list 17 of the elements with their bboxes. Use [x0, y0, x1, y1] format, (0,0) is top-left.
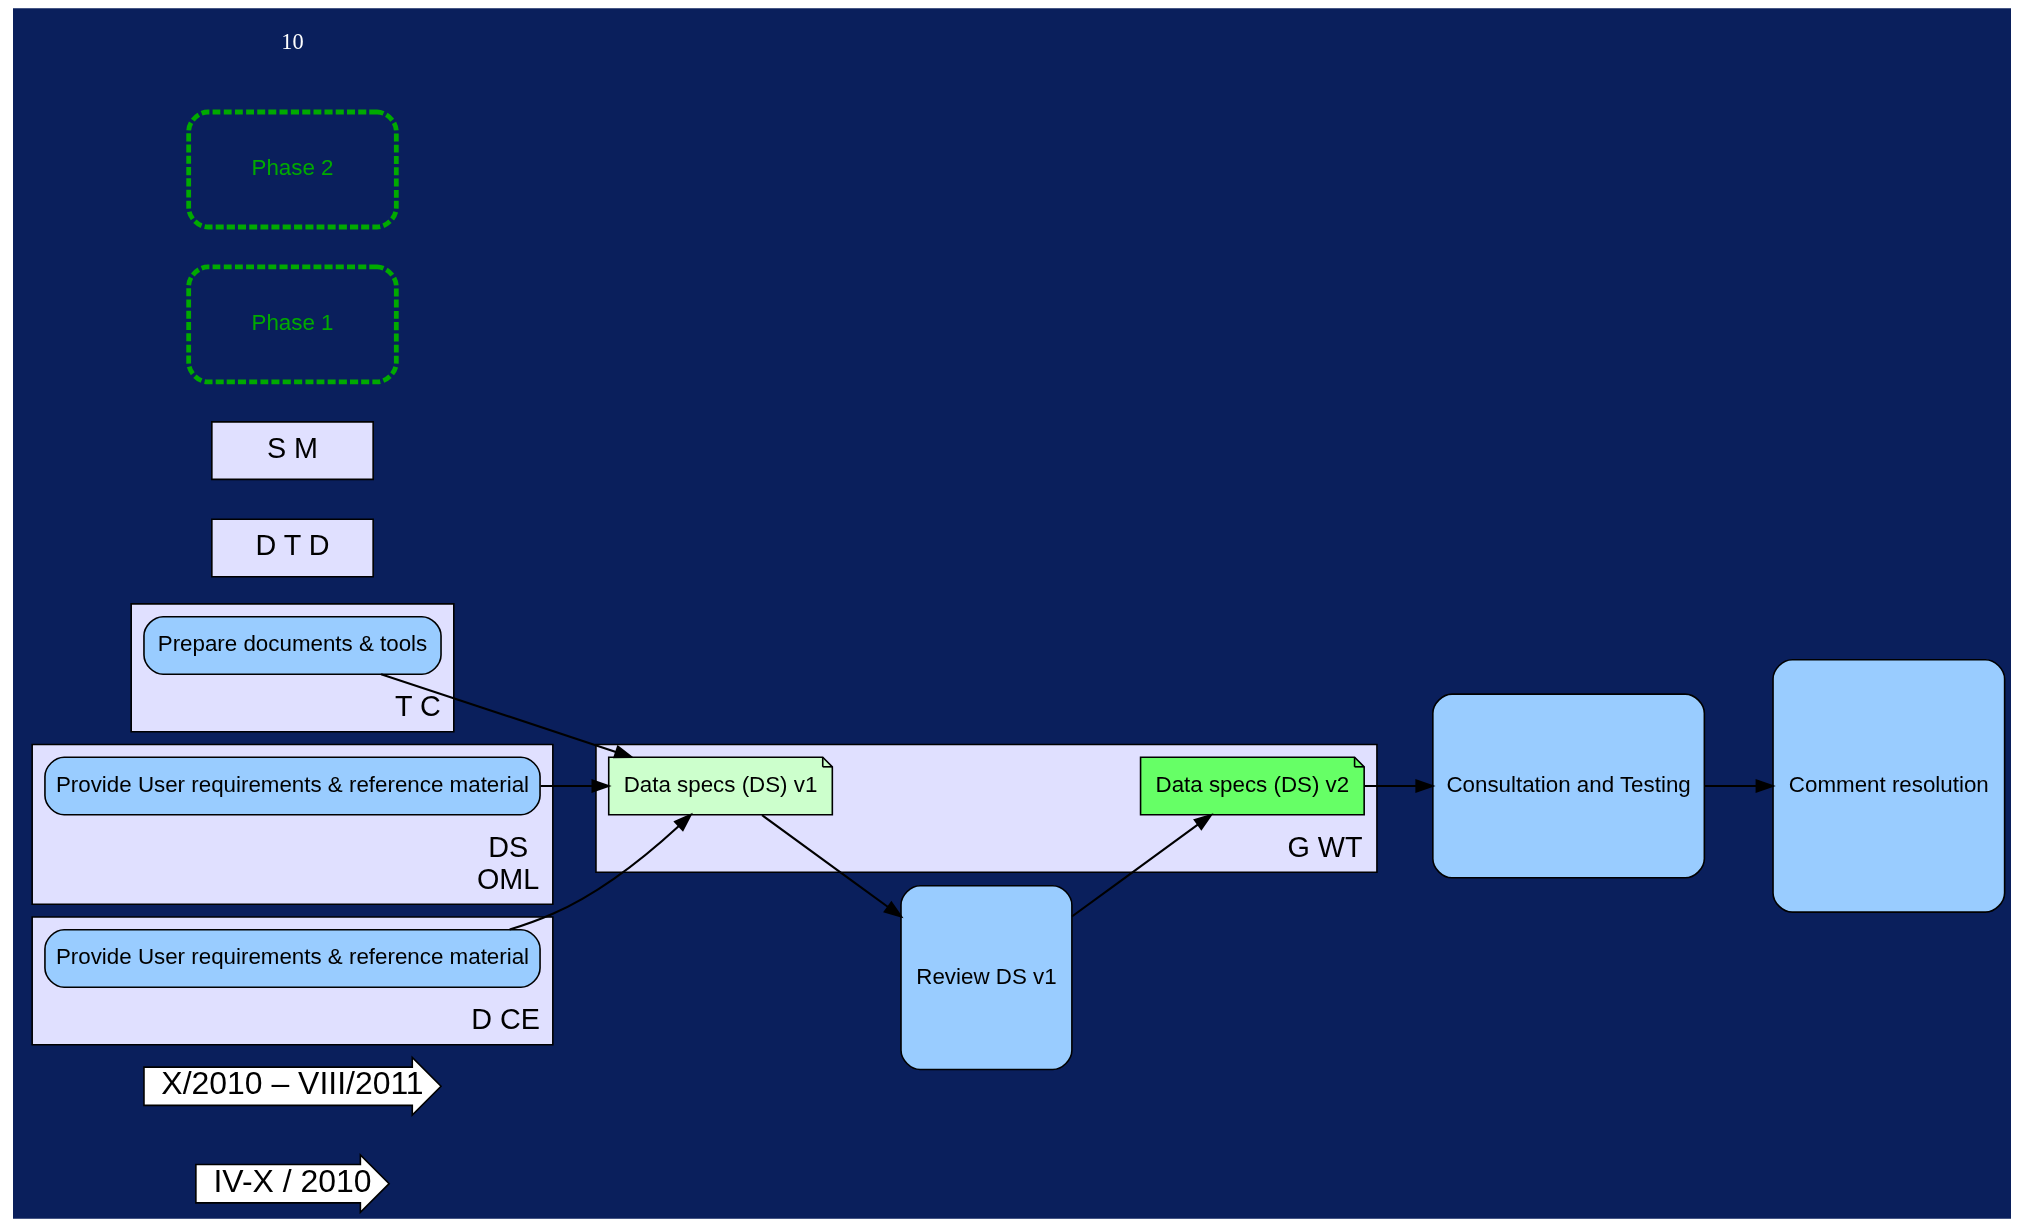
node-box: Comment resolution: [1772, 659, 2006, 913]
node-box: Consultation and Testing: [1432, 693, 1706, 879]
node-box: Phase 2: [186, 109, 399, 230]
arrow: [761, 814, 904, 919]
label: 10: [281, 29, 304, 55]
node-box: S M: [211, 421, 374, 481]
arrow: [1704, 778, 1776, 794]
node-box: Prepare documents & tools: [143, 615, 442, 675]
node-box: Phase 1: [186, 264, 399, 385]
node-box: Provide User requirements & reference material: [44, 928, 541, 989]
node-box: Provide User requirements & reference material: [44, 756, 541, 816]
node-box: D T D: [211, 518, 374, 578]
node-box: Review DS v1: [900, 885, 1073, 1071]
arrow: [1071, 813, 1214, 918]
arrow: [1364, 778, 1436, 794]
arrow: [380, 673, 635, 759]
arrow: [540, 778, 612, 794]
